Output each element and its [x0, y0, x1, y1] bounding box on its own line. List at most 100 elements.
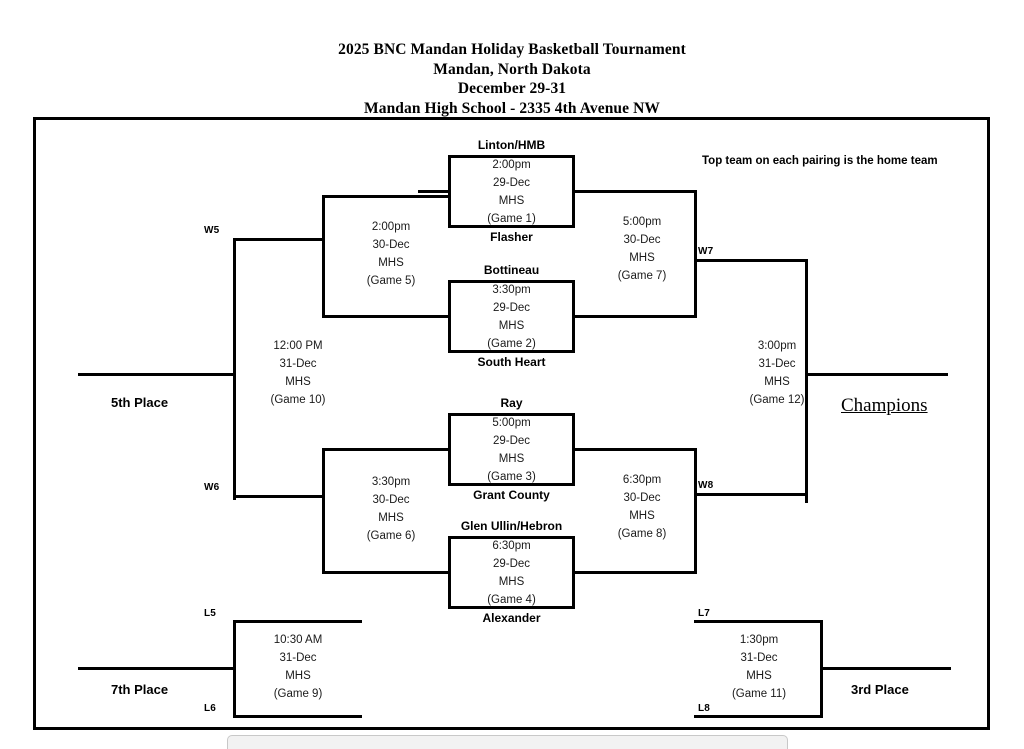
game-box-2[interactable]: 3:30pm 29-Dec MHS (Game 2) — [448, 280, 575, 353]
game-box-1[interactable]: 2:00pm 29-Dec MHS (Game 1) — [448, 155, 575, 228]
game5-number: (Game 5) — [366, 275, 416, 287]
game7-top-line — [575, 190, 697, 193]
game9-top-line — [233, 620, 362, 623]
team-linton-hmb: Linton/HMB — [477, 138, 546, 152]
game8-right-line — [694, 448, 697, 574]
game8-time: 6:30pm — [622, 474, 662, 486]
game-box-4[interactable]: 6:30pm 29-Dec MHS (Game 4) — [448, 536, 575, 609]
tournament-header: 2025 BNC Mandan Holiday Basketball Tourn… — [0, 40, 1024, 118]
game1-date: 29-Dec — [492, 176, 531, 189]
game9-time: 10:30 AM — [273, 634, 323, 646]
game11-number: (Game 11) — [731, 688, 787, 700]
game-info-10[interactable]: 12:00 PM 31-Dec MHS (Game 10) — [243, 334, 353, 412]
game-info-8[interactable]: 6:30pm 30-Dec MHS (Game 8) — [587, 468, 697, 546]
game-info-5[interactable]: 2:00pm 30-Dec MHS (Game 5) — [336, 215, 446, 293]
champions-label: Champions — [841, 395, 928, 416]
seed-code-l6: L6 — [204, 703, 217, 714]
game8-bottom-line — [575, 571, 697, 574]
seed-code-l8: L8 — [698, 703, 711, 714]
game10-number: (Game 10) — [270, 394, 326, 406]
game10-venue: MHS — [285, 376, 311, 388]
bracket-canvas: Top team on each pairing is the home tea… — [36, 120, 993, 733]
seed-code-w8: W8 — [698, 480, 714, 491]
champion-out-line — [805, 373, 948, 376]
bottom-panel-edge[interactable] — [227, 735, 788, 749]
team-ray: Ray — [500, 396, 523, 410]
game9-number: (Game 9) — [273, 688, 323, 700]
game1-time: 2:00pm — [492, 158, 531, 171]
seed-code-w5: W5 — [204, 225, 220, 236]
third-place-out-line — [820, 667, 951, 670]
game3-time: 5:00pm — [492, 416, 531, 429]
game3-number: (Game 3) — [487, 470, 536, 483]
game-box-3[interactable]: 5:00pm 29-Dec MHS (Game 3) — [448, 413, 575, 486]
home-team-note: Top team on each pairing is the home tea… — [702, 155, 938, 167]
game-info-11[interactable]: 1:30pm 31-Dec MHS (Game 11) — [704, 628, 814, 706]
game6-date: 30-Dec — [372, 494, 410, 506]
game7-date: 30-Dec — [623, 234, 661, 246]
game5-time: 2:00pm — [371, 221, 411, 233]
game7-venue: MHS — [629, 252, 655, 264]
game5-top-line — [322, 195, 448, 198]
fifth-place-label: 5th Place — [111, 395, 169, 410]
team-flasher: Flasher — [490, 230, 533, 244]
game8-out-line — [694, 493, 805, 496]
game5-date: 30-Dec — [372, 239, 410, 251]
game2-number: (Game 2) — [487, 337, 536, 350]
seed-code-w6: W6 — [204, 482, 220, 493]
header-title: 2025 BNC Mandan Holiday Basketball Tourn… — [338, 41, 686, 58]
game7-right-line — [694, 190, 697, 318]
game10-date: 31-Dec — [279, 358, 317, 370]
game6-bottom-line — [322, 571, 448, 574]
third-place-label: 3rd Place — [851, 682, 909, 697]
game5-bottom-line — [322, 315, 448, 318]
game-info-9[interactable]: 10:30 AM 31-Dec MHS (Game 9) — [243, 628, 353, 706]
game11-venue: MHS — [746, 670, 772, 682]
game8-top-line — [575, 448, 697, 451]
game2-time: 3:30pm — [492, 283, 531, 296]
team-grant-county: Grant County — [473, 488, 550, 502]
game11-time: 1:30pm — [739, 634, 779, 646]
game10-time: 12:00 PM — [273, 340, 323, 352]
game7-number: (Game 7) — [617, 270, 667, 282]
game5-venue: MHS — [378, 257, 404, 269]
header-venue: Mandan High School - 2335 4th Avenue NW — [363, 99, 660, 117]
game6-number: (Game 6) — [366, 530, 416, 542]
header-dates: December 29-31 — [457, 80, 567, 97]
team-bottineau: Bottineau — [483, 263, 540, 277]
fifth-place-out-line — [78, 373, 233, 376]
seventh-place-label: 7th Place — [111, 682, 169, 697]
game8-date: 30-Dec — [623, 492, 661, 504]
game2-date: 29-Dec — [492, 301, 531, 314]
game4-time: 6:30pm — [492, 539, 531, 552]
game9-venue: MHS — [285, 670, 311, 682]
game5-out-line — [236, 238, 322, 241]
seventh-place-out-line — [78, 667, 233, 670]
game12-date: 31-Dec — [758, 358, 796, 370]
game7-time: 5:00pm — [622, 216, 662, 228]
game7-bottom-line — [575, 315, 697, 318]
game3-date: 29-Dec — [492, 434, 531, 447]
seed-code-w7: W7 — [698, 246, 714, 257]
game9-bottom-line — [233, 715, 362, 718]
game9-left-line — [233, 620, 236, 718]
game8-venue: MHS — [629, 510, 655, 522]
fifth-place-left-line — [233, 238, 236, 500]
game9-date: 31-Dec — [279, 652, 317, 664]
game12-venue: MHS — [764, 376, 790, 388]
game11-date: 31-Dec — [740, 652, 778, 664]
feeder-game1-in — [418, 190, 448, 193]
game3-venue: MHS — [498, 452, 525, 465]
game6-time: 3:30pm — [371, 476, 411, 488]
game1-venue: MHS — [498, 194, 525, 207]
game-info-6[interactable]: 3:30pm 30-Dec MHS (Game 6) — [336, 470, 446, 548]
championship-right-line — [805, 259, 808, 503]
game-info-7[interactable]: 5:00pm 30-Dec MHS (Game 7) — [587, 210, 697, 288]
game7-out-line — [694, 259, 805, 262]
game6-venue: MHS — [378, 512, 404, 524]
game8-number: (Game 8) — [617, 528, 667, 540]
header-location: Mandan, North Dakota — [433, 60, 591, 78]
game6-left-line — [322, 448, 325, 574]
team-glen-ullin-hebron: Glen Ullin/Hebron — [460, 519, 563, 533]
team-south-heart: South Heart — [477, 355, 546, 369]
